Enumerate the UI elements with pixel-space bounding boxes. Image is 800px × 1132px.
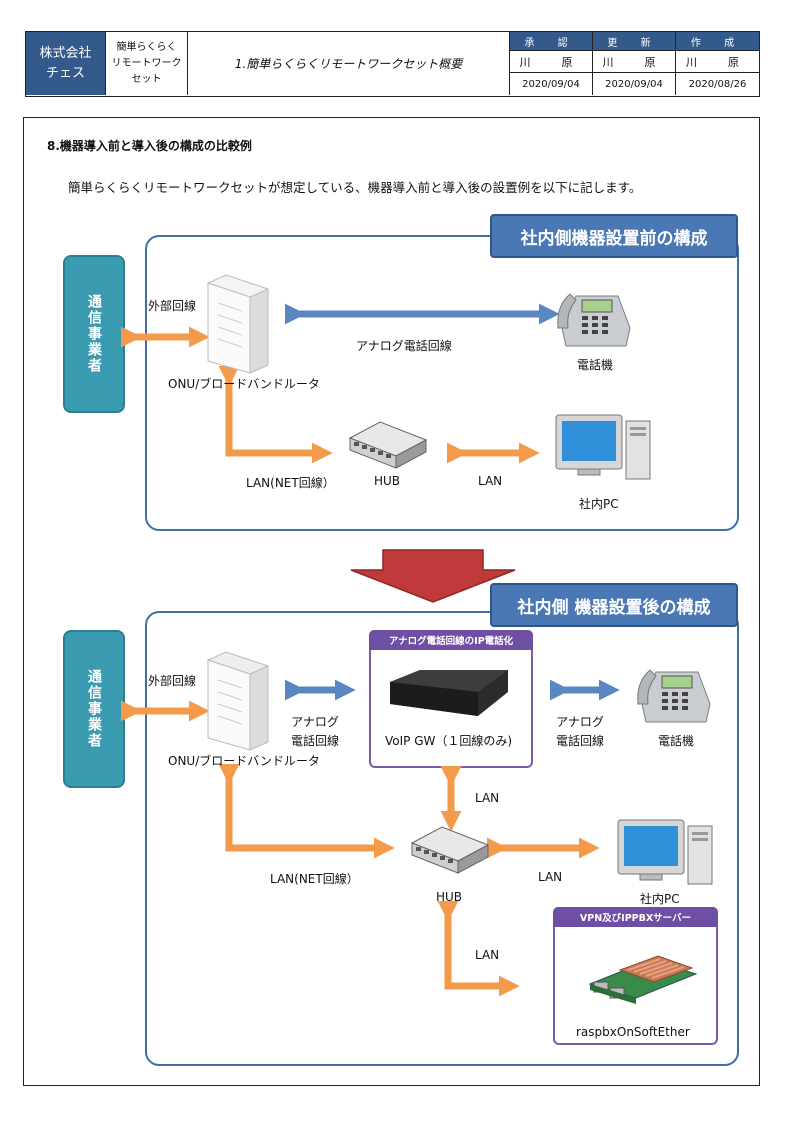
after-lan-gw-label: LAN (475, 791, 500, 805)
before-panel-title: 社内側機器設置前の構成 (490, 214, 738, 258)
content-frame (23, 117, 760, 1086)
voip-gw-header: アナログ電話回線のIP電話化 (369, 630, 533, 650)
document-title: 1.簡単らくらくリモートワークセット概要 (188, 32, 510, 95)
after-onu-label: ONU/ブロードバンドルータ (168, 754, 320, 768)
after-outside-line-label: 外部回線 (148, 674, 197, 688)
before-hub-label: HUB (374, 474, 401, 488)
after-analog-right-label: アナログ 電話回線 (556, 715, 605, 748)
before-phone-label: 電話機 (577, 358, 614, 372)
after-onu-hub-arrow (218, 763, 395, 859)
after-carrier-box: 通信事業者 (63, 630, 125, 788)
before-analog-line-label: アナログ電話回線 (356, 339, 452, 353)
voip-gw-device-icon (390, 670, 508, 716)
before-hub-icon (348, 421, 428, 469)
after-gw-label: VoIP GW（１回線のみ) (385, 734, 513, 748)
stamp-approve-date: 2020/09/04 (510, 73, 593, 95)
after-lan-pc-label: LAN (538, 870, 563, 884)
section-title: 8.機器導入前と導入後の構成の比較例 (47, 139, 252, 153)
stamp-create-name: 川 原 (676, 51, 759, 73)
after-server-label: raspbxOnSoftEther (576, 1025, 690, 1039)
stamp-update-date: 2020/09/04 (593, 73, 676, 95)
before-onu-router-icon (207, 274, 269, 374)
company-name: 株式会社 チェス (26, 32, 106, 95)
before-outside-line-label: 外部回線 (148, 299, 197, 313)
stamp-create-role: 作 成 (676, 32, 759, 51)
product-name: 簡単らくらく リモートワーク セット (106, 32, 188, 95)
after-phone-icon (637, 669, 711, 723)
after-panel-title: 社内側 機器設置後の構成 (490, 583, 738, 627)
raspberry-pi-server-icon (588, 955, 698, 1004)
server-header: VPN及びIPPBXサーバー (553, 907, 718, 927)
after-onu-router-icon (206, 651, 270, 751)
before-lan-net-label: LAN(NET回線） (246, 476, 335, 490)
stamp-update-role: 更 新 (593, 32, 676, 51)
after-hub-server-arrow (437, 900, 520, 997)
stamp-update-name: 川 原 (593, 51, 676, 73)
before-lan-label: LAN (478, 474, 503, 488)
after-lan-server-label: LAN (475, 948, 500, 962)
after-phone-label: 電話機 (658, 734, 695, 748)
before-onu-hub-arrow (218, 365, 333, 464)
before-pc-icon (555, 414, 651, 480)
after-hub-label: HUB (436, 890, 463, 904)
intro-text: 簡単らくらくリモートワークセットが想定している、機器導入前と導入後の設置例を以下… (68, 180, 642, 195)
after-lan-net-label: LAN(NET回線） (270, 872, 359, 886)
after-hub-icon (410, 826, 490, 874)
stamp-approve-role: 承 認 (510, 32, 593, 51)
after-pc-icon (617, 819, 713, 885)
document-header: 株式会社 チェス 簡単らくらく リモートワーク セット 1.簡単らくらくリモート… (25, 31, 760, 97)
before-onu-label: ONU/ブロードバンドルータ (168, 377, 320, 391)
after-pc-label: 社内PC (640, 892, 680, 906)
transition-arrow (350, 549, 516, 603)
before-phone-icon (557, 293, 631, 347)
stamp-create-date: 2020/08/26 (688, 78, 747, 90)
after-analog-left-label: アナログ 電話回線 (291, 715, 340, 748)
before-pc-label: 社内PC (579, 497, 619, 511)
stamp-approve-name: 川 原 (510, 51, 593, 73)
